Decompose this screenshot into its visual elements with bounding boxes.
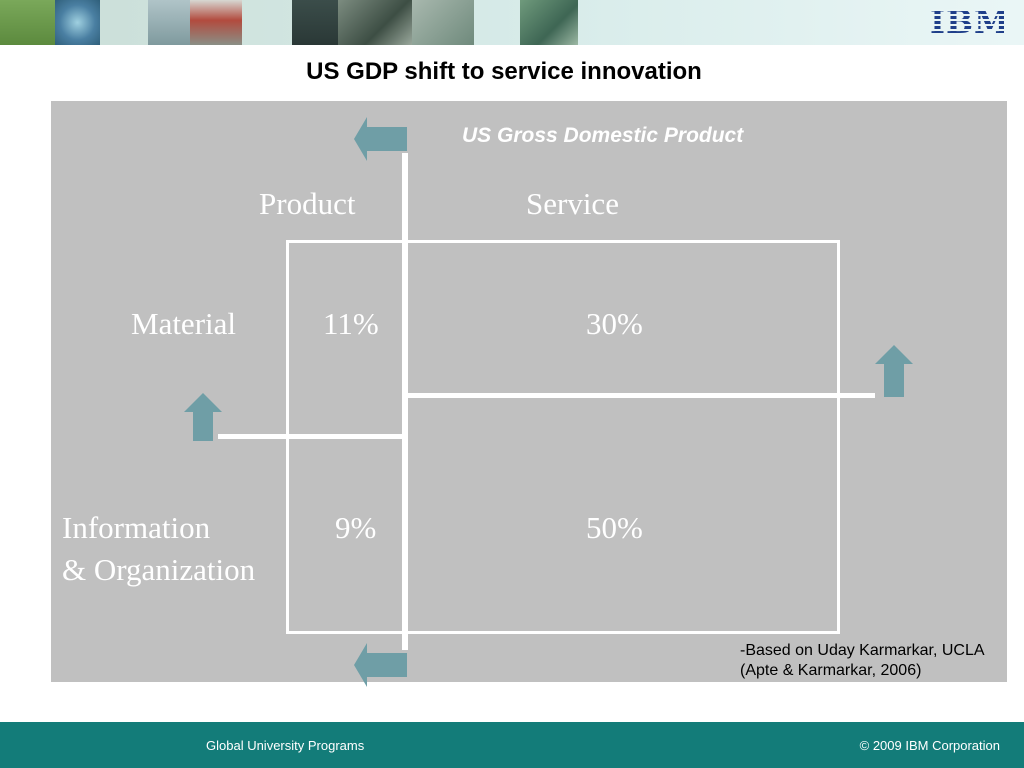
city-thumbnail	[338, 0, 412, 45]
row-header-information: Information	[62, 510, 211, 545]
satellite-thumbnail	[520, 0, 578, 45]
wheel-diagram-thumbnail	[55, 0, 100, 45]
header-banner: IBM	[0, 0, 1024, 45]
service-row-divider	[405, 393, 875, 398]
vertical-divider	[402, 153, 408, 650]
source-note: -Based on Uday Karmarkar, UCLA (Apte & K…	[740, 641, 985, 681]
column-header-service: Service	[526, 186, 619, 221]
tree-thumbnail	[0, 0, 55, 45]
cell-information-product: 9%	[335, 510, 377, 545]
cell-material-product: 11%	[323, 306, 379, 341]
source-note-line1: -Based on Uday Karmarkar, UCLA	[740, 642, 985, 659]
footer-copyright: © 2009 IBM Corporation	[859, 738, 1000, 753]
page-title: US GDP shift to service innovation	[306, 58, 702, 85]
screen-thumbnail	[148, 0, 190, 45]
cell-material-service: 30%	[586, 306, 643, 341]
product-row-divider	[218, 434, 405, 439]
diagram-subtitle: US Gross Domestic Product	[462, 124, 744, 147]
row-header-material: Material	[131, 306, 237, 341]
footer-bar	[0, 722, 1024, 768]
machine-thumbnail	[292, 0, 338, 45]
diagram-panel	[51, 101, 1007, 682]
source-note-line2: (Apte & Karmarkar, 2006)	[740, 662, 922, 679]
cell-information-service: 50%	[586, 510, 643, 545]
building-thumbnail	[190, 0, 242, 45]
ibm-logo: IBM	[930, 3, 1011, 41]
column-header-product: Product	[259, 186, 356, 221]
row-header-organization: & Organization	[62, 552, 256, 587]
map-thumbnail	[412, 0, 474, 45]
footer-program-label: Global University Programs	[206, 738, 365, 753]
